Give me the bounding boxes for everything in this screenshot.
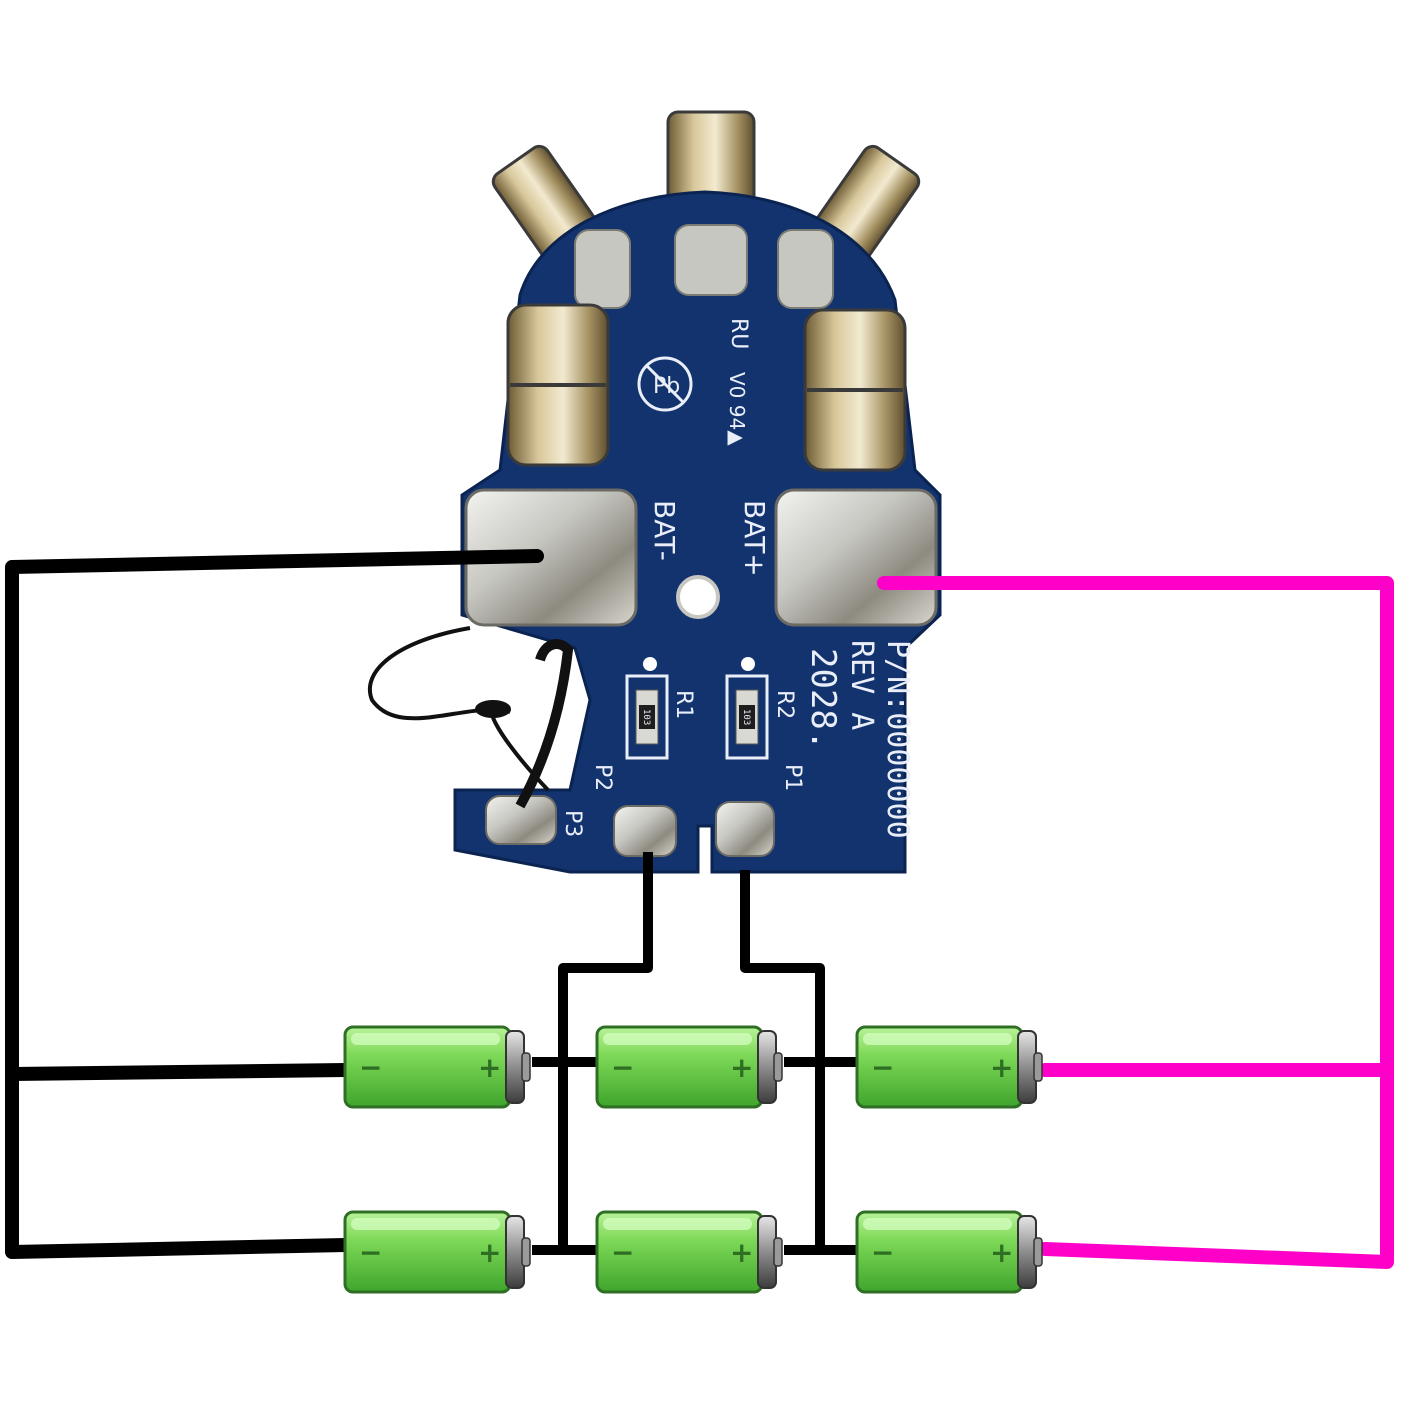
r1-label: R1 (671, 690, 696, 719)
p2-pad (613, 805, 677, 857)
revision: REV A (844, 640, 879, 730)
solder-pad (674, 224, 748, 296)
bat-plus-pad (774, 488, 938, 627)
tap-wire-p2 (558, 852, 653, 1250)
mounting-hole (676, 575, 720, 619)
board-code-ru: RU (726, 318, 751, 349)
series-links (532, 1057, 860, 1255)
p1-label: P1 (780, 764, 805, 791)
battery-cell: −+ (343, 1025, 531, 1109)
thermistor-wire (368, 626, 574, 809)
bat-minus-label: BAT- (648, 500, 681, 561)
tap-wire-p1 (740, 870, 825, 1250)
svg-text:103: 103 (741, 709, 751, 725)
cell-plus-sign: + (990, 1051, 1013, 1084)
battery-cell: −+ (595, 1025, 783, 1109)
date-code: 2028. (803, 648, 843, 750)
resistor-r1: 103 (625, 657, 669, 760)
bms-board: BAT- BAT+ RU V0 94▲ Pb 103 103 R1 R2 P/N (368, 110, 942, 874)
p2-label: P2 (590, 764, 615, 791)
cell-plus-sign: + (730, 1051, 753, 1084)
cell-plus-sign: + (990, 1236, 1013, 1269)
board-code-v0: V0 94▲ (725, 372, 749, 446)
battery-cell: −+ (595, 1210, 783, 1294)
r2-label: R2 (772, 690, 797, 719)
p1-pad (715, 801, 775, 857)
positive-wire (877, 576, 1394, 1269)
pb-free-logo: Pb (637, 356, 693, 412)
battery-cell: −+ (855, 1210, 1043, 1294)
cell-minus-sign: − (611, 1051, 634, 1084)
cell-plus-sign: + (478, 1236, 501, 1269)
svg-text:103: 103 (641, 709, 651, 725)
cell-plus-sign: + (478, 1051, 501, 1084)
resistor-r2: 103 (725, 657, 769, 760)
solder-pad (574, 229, 631, 309)
bat-plus-label: BAT+ (738, 500, 771, 577)
negative-wire (5, 549, 544, 1259)
cell-minus-sign: − (871, 1051, 894, 1084)
battery-cell: −+ (343, 1210, 531, 1294)
part-number: P/N:0000000 (880, 640, 915, 839)
svg-text:Pb: Pb (653, 374, 680, 399)
cell-minus-sign: − (871, 1236, 894, 1269)
cell-minus-sign: − (359, 1236, 382, 1269)
p3-label: P3 (560, 810, 585, 837)
cell-plus-sign: + (730, 1236, 753, 1269)
battery-cells: −+−+−+−+−+−+ (343, 1025, 1043, 1294)
cell-minus-sign: − (359, 1051, 382, 1084)
solder-pad (777, 229, 834, 309)
battery-cell: −+ (855, 1025, 1043, 1109)
cell-minus-sign: − (611, 1236, 634, 1269)
